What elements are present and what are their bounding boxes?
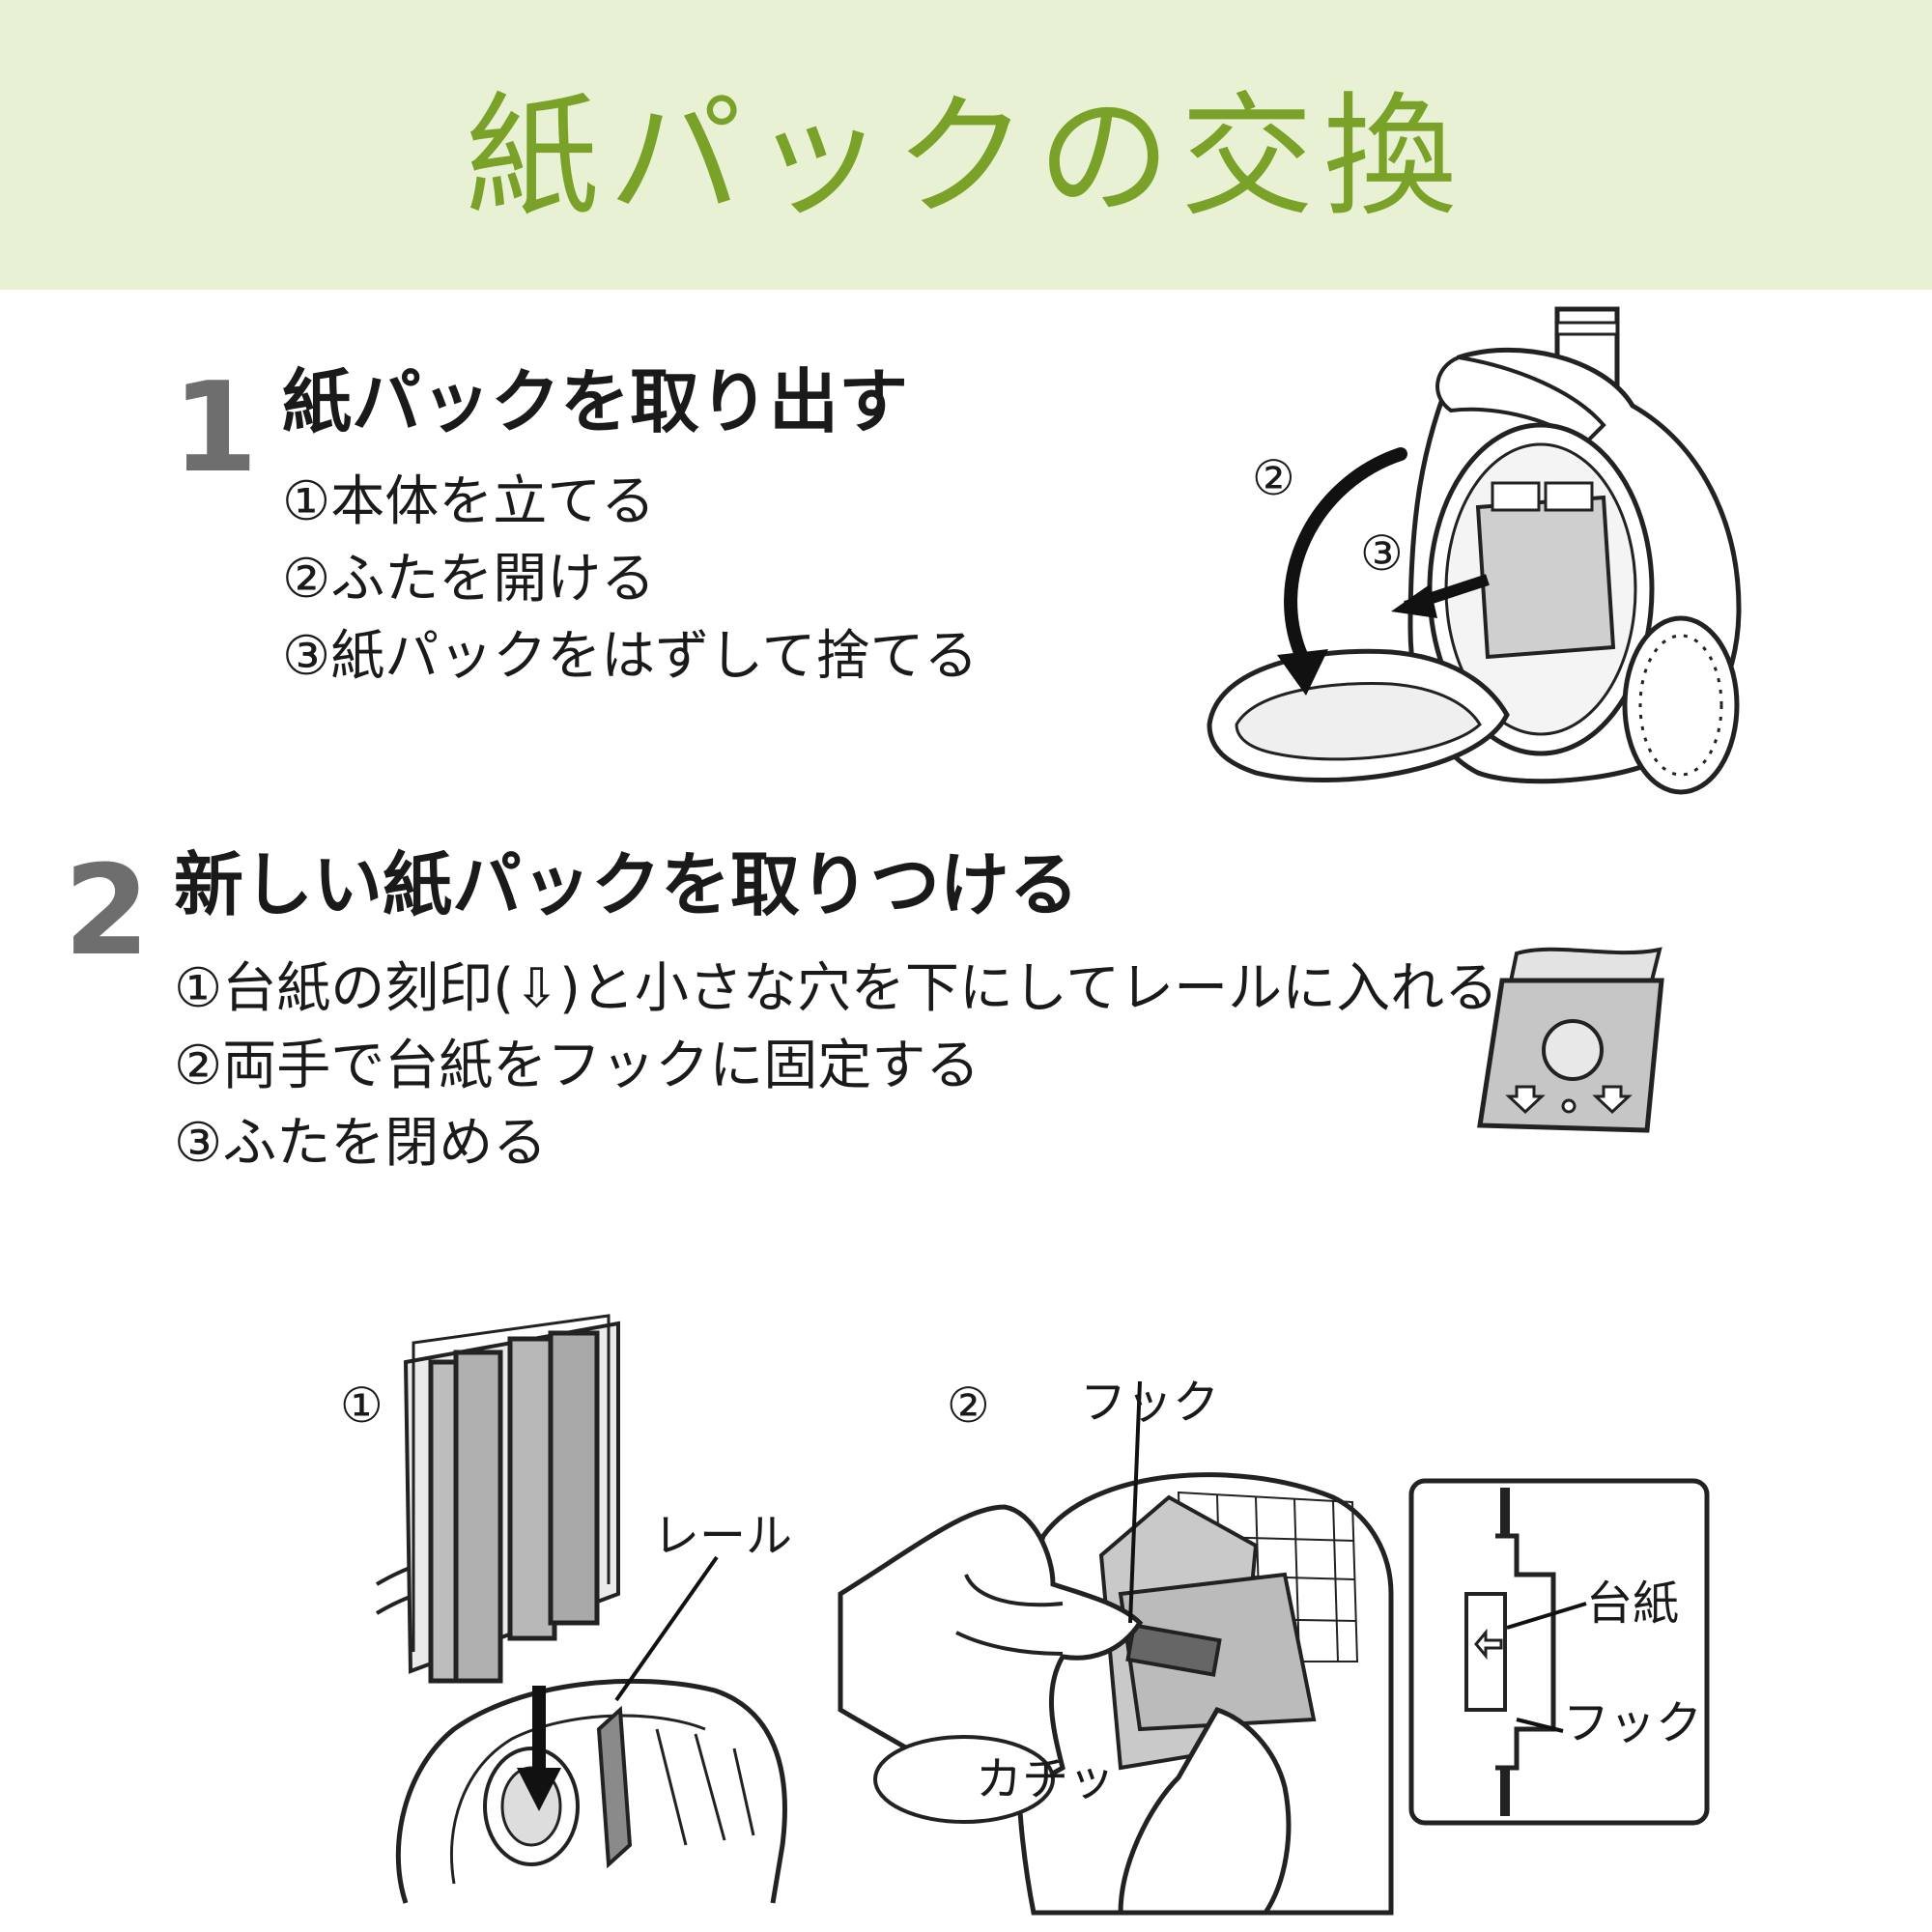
step2-substep-3: ③ふたを閉める: [174, 1117, 547, 1171]
paper-pack-illustration: [1468, 942, 1681, 1135]
fig1-rail-label: レール: [653, 1513, 792, 1559]
inset-hook-label: フック: [1563, 1700, 1702, 1747]
inset-board-label: 台紙: [1586, 1580, 1679, 1627]
hook-detail-inset: [1408, 1478, 1710, 1826]
page-title: 紙パックの交換: [466, 48, 1466, 242]
rail-insertion-illustration: [367, 1304, 811, 1903]
step1-title: 紙パックを取り出す: [282, 367, 908, 437]
step1-figure-mark-3: ③: [1360, 529, 1404, 578]
step1-number: 1: [172, 367, 258, 491]
fig2-click-label: カチッ: [976, 1756, 1115, 1803]
step2-number: 2: [64, 850, 150, 974]
step1-substep-1: ①本体を立てる: [282, 475, 655, 529]
step1-substep-3: ③紙パックをはずして捨てる: [282, 630, 979, 684]
vacuum-open-lid-illustration: [1198, 299, 1777, 802]
fig2-hook-label: フック: [1080, 1379, 1219, 1426]
step2-substep-2: ②両手で台紙をフックに固定する: [174, 1039, 980, 1094]
step1-substep-2: ②ふたを開ける: [282, 553, 655, 607]
step2-title: 新しい紙パックを取りつける: [174, 850, 1079, 920]
step1-figure-mark-2: ②: [1252, 454, 1295, 502]
title-banner: 紙パックの交換: [0, 0, 1932, 290]
hook-fixing-illustration: [831, 1401, 1410, 1913]
step2-substep-1: ①台紙の刻印(⇩)と小さな穴を下にしてレールに入れる: [174, 962, 1498, 1016]
